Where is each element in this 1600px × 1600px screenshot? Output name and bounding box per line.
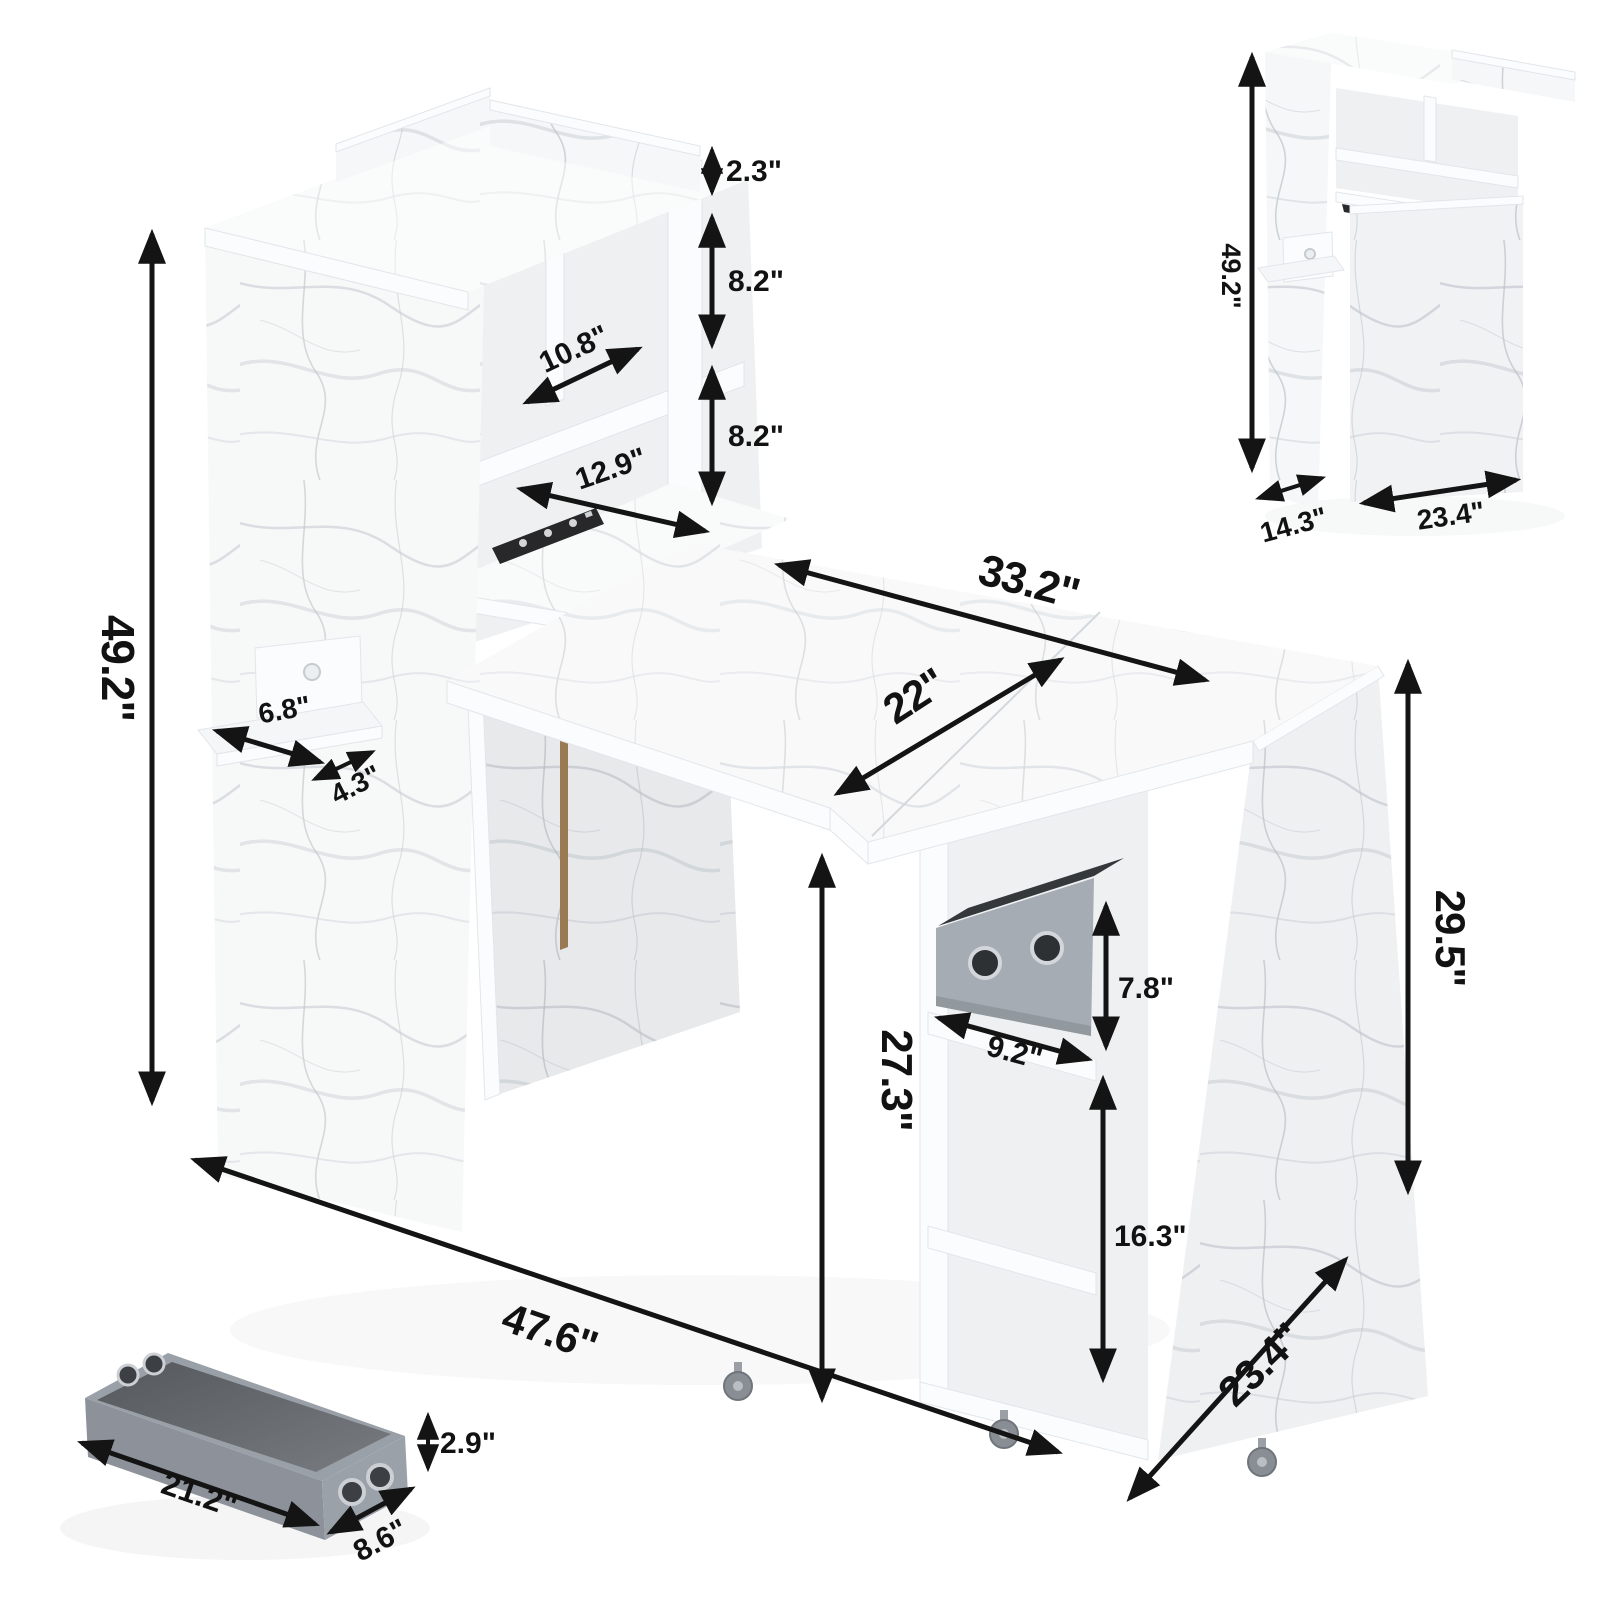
dim-inset-depth-label: 14.3" — [1257, 501, 1330, 548]
rail-left-face — [336, 96, 490, 182]
outlet-icon — [519, 539, 527, 547]
dim-right-height-label: 29.5" — [1427, 890, 1474, 987]
right-panel-top-edge — [1252, 665, 1385, 752]
inset-door-shade — [1350, 204, 1523, 502]
dim-upper-cubby-label: 8.2" — [728, 265, 784, 298]
gold-cable-strip — [560, 735, 568, 950]
grommet-icon — [338, 1478, 366, 1506]
inset-rail-top — [1451, 49, 1576, 81]
dim-desktop-width-arrow — [773, 559, 1211, 686]
grommet-icon — [366, 1463, 394, 1491]
dim-overall-width-arrow — [190, 1156, 1063, 1456]
dim-side-shelf-depth-arrow — [311, 750, 376, 781]
hutch-top-front-edge — [204, 227, 469, 311]
dim-height-label: 49.2" — [92, 615, 144, 721]
inset-top-rail — [1452, 58, 1575, 102]
hutch-cubby-divider — [545, 236, 565, 407]
screw-hole-icon — [303, 663, 321, 681]
dim-clearance-label: 27.3" — [872, 1029, 921, 1131]
grommet-icon — [142, 1352, 166, 1376]
desktop-extension-edge — [867, 740, 1254, 865]
dim-overall-depth-arrow — [1126, 1256, 1349, 1502]
dim-drawer-width-arrow — [933, 1012, 1094, 1065]
drawer-open-top — [938, 858, 1124, 926]
rail-back-face — [490, 110, 700, 192]
screw-hole-icon — [1304, 248, 1316, 260]
unit-interior — [948, 768, 1148, 1448]
dim-nook-depth-arrow — [515, 481, 711, 539]
inset-side-shelf — [1257, 231, 1345, 283]
inset-door-top-edge — [1349, 195, 1524, 215]
drawer-front — [936, 878, 1094, 1036]
inset-shelf-1 — [1335, 147, 1519, 189]
grommet-icon — [1030, 931, 1064, 965]
outlet-icon — [544, 529, 552, 537]
dim-drawer-height-label: 7.8" — [1118, 972, 1174, 1005]
dim-lower-cubby-label: 8.2" — [728, 420, 784, 453]
dim-inset-width-arrow — [1358, 470, 1522, 513]
hutch-inset — [1257, 33, 1576, 510]
rail-left-top — [335, 87, 491, 153]
dim-lower-shelf-label: 16.3" — [1114, 1220, 1187, 1253]
rail-back-top — [489, 99, 701, 157]
dim-tray-height-label: 2.9" — [440, 1427, 496, 1460]
inset-door-panel — [1350, 204, 1523, 502]
grommet-icon — [968, 946, 1002, 980]
caster-wheel-icon — [1247, 1438, 1277, 1477]
outlet-icon — [569, 519, 577, 527]
hutch-top-rail — [335, 87, 701, 192]
dim-inset-depth-arrow — [1254, 474, 1327, 502]
inset-cubby-divider — [1423, 95, 1437, 163]
dim-tray-depth-arrow — [326, 1486, 416, 1535]
dim-desktop-depth-arrow — [833, 657, 1065, 796]
dim-tray-length-arrow — [77, 1439, 320, 1528]
dim-shelf-depth-arrow — [522, 346, 643, 405]
grommet-icon — [116, 1363, 140, 1387]
dim-side-shelf-width-arrow — [211, 726, 326, 767]
dim-inset-height-label: 49.2" — [1216, 243, 1246, 308]
dim-lip-label: 2.3" — [726, 155, 782, 188]
